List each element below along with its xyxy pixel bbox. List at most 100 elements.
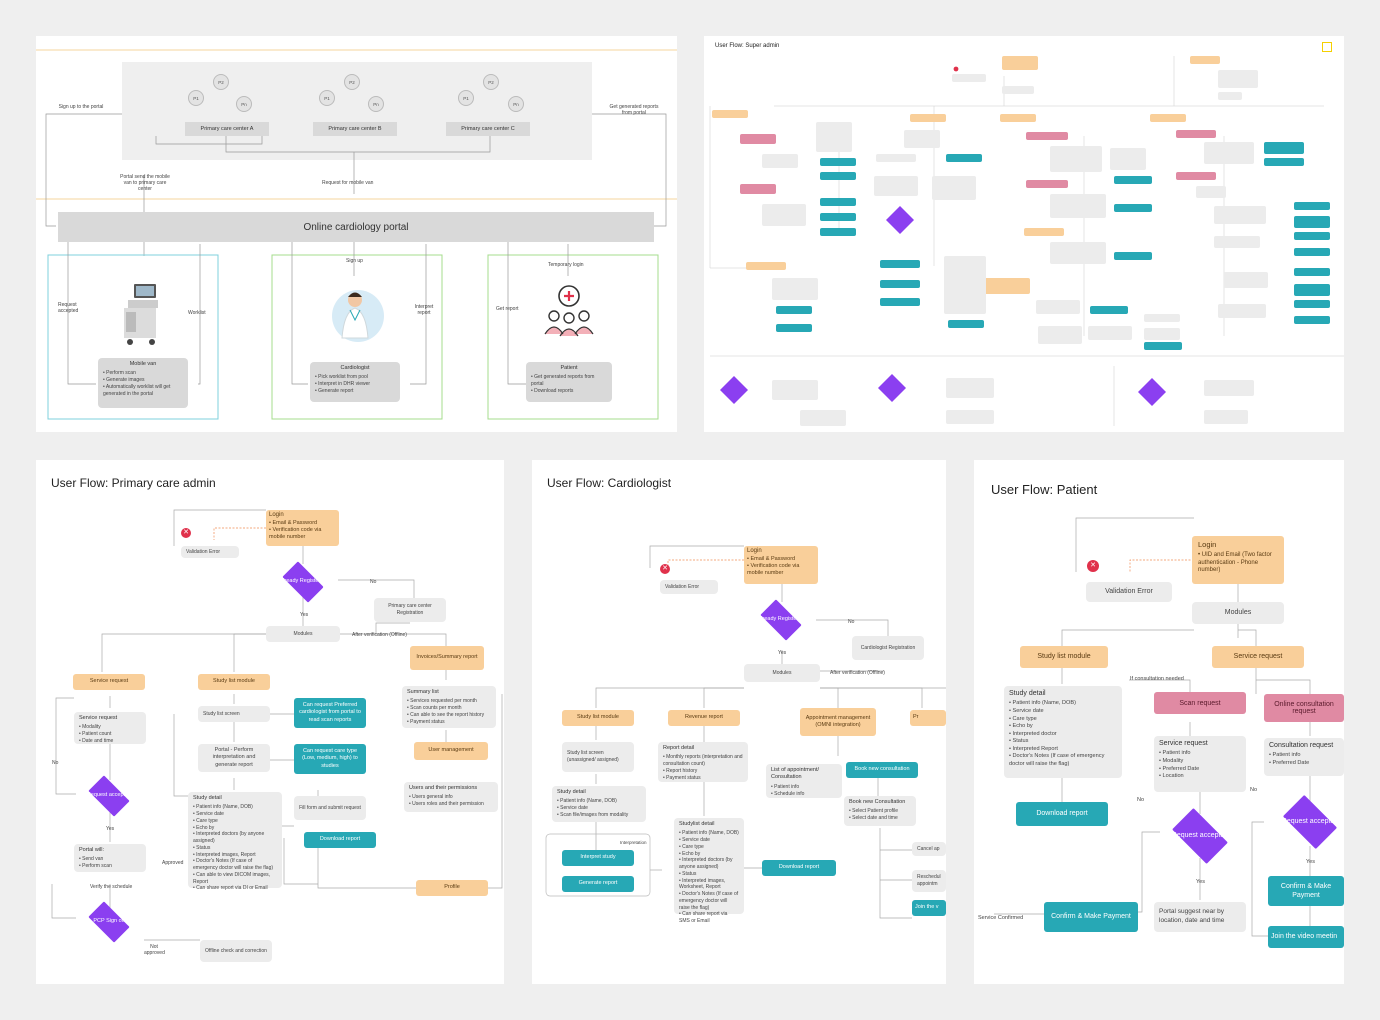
- users-permissions-item: Users roles and their permission: [409, 801, 493, 808]
- book-new-consultation-button[interactable]: Book new consultation: [846, 762, 918, 778]
- invoices-summary-node[interactable]: Invoices/Summary report: [410, 646, 484, 670]
- appointment-mgmt-node[interactable]: Appointment management (OMNI integration…: [800, 708, 876, 736]
- profile-node[interactable]: Profile: [416, 880, 488, 896]
- primary-admin-title: User Flow: Primary care admin: [51, 476, 216, 490]
- request-cardiologist-action[interactable]: Can request Preferred cardiologist from …: [294, 698, 366, 728]
- mobile-van-item: Automatically worklist will get generate…: [103, 384, 183, 398]
- patient-item: Get generated reports from portal: [531, 374, 607, 388]
- download-report-button[interactable]: Download report: [1016, 802, 1108, 826]
- user-management-node[interactable]: User management: [414, 742, 488, 760]
- service-request-item: Date and time: [79, 738, 141, 745]
- study-detail-item: Interpreted doctor: [1009, 731, 1117, 739]
- study-list-module-node[interactable]: Study list module: [1020, 646, 1108, 668]
- service-request-node[interactable]: Service request: [73, 674, 145, 690]
- study-detail-item: Status: [193, 845, 277, 852]
- worklist-label: Worklist: [188, 310, 206, 316]
- login-item: • Verification code via mobile number: [269, 526, 322, 541]
- book-consultation-box: Book new Consultation Select Patient pro…: [844, 796, 916, 826]
- error-x-icon: ✕: [181, 528, 191, 538]
- studylist-detail-item: Doctor's Notes (If case of emergency doc…: [679, 891, 739, 911]
- node-p1-b: P1: [319, 90, 335, 106]
- portal-title: Online cardiology portal: [58, 212, 654, 242]
- patient-group-image: [544, 285, 594, 337]
- users-permissions-item: Users general info: [409, 794, 493, 801]
- mobile-van-box: Mobile van Perform scanGenerate imagesAu…: [98, 358, 188, 408]
- service-request-box: Service request Patient infoModalityPref…: [1154, 736, 1246, 792]
- users-permissions-box: Users and their permissions Users genera…: [404, 782, 498, 812]
- no-label: No: [1137, 797, 1145, 803]
- consultation-accepted-diamond: Request accepted: [1270, 794, 1344, 850]
- login-title: Login: [1198, 540, 1217, 549]
- study-detail-title: Study detail: [193, 795, 222, 801]
- cardiologist-title: Cardiologist: [340, 365, 370, 371]
- consultation-request-title: Consultation request: [1269, 742, 1334, 749]
- ultrasound-machine-image: [124, 284, 158, 345]
- join-video-button[interactable]: Join the v: [912, 900, 946, 916]
- error-x-icon: ✕: [660, 564, 670, 574]
- login-box: Login • Email & Password • Verification …: [266, 510, 339, 546]
- cardiologist-box: Cardiologist Pick worklist from poolInte…: [310, 362, 400, 402]
- interpret-study-button[interactable]: Interpret study: [562, 850, 634, 866]
- login-title: Login: [747, 548, 762, 554]
- node-p1-c: P1: [458, 90, 474, 106]
- consultation-request-item: Patient info: [1269, 752, 1339, 760]
- request-care-type-action[interactable]: Can request care type (Low, medium, high…: [294, 744, 366, 774]
- request-van-label: Request for mobile van: [322, 180, 374, 186]
- cancel-appointment-box: Cancel ap: [912, 842, 946, 856]
- mobile-van-title: Mobile van: [129, 361, 157, 367]
- no-label: No: [1250, 787, 1258, 793]
- portal-will-item: Perform scan: [79, 863, 141, 870]
- super-admin-title: User Flow: Super admin: [715, 43, 780, 49]
- summary-list-item: Scan counts per month: [407, 705, 491, 712]
- mobile-van-item: Perform scan: [103, 370, 183, 377]
- report-detail-box: Report detail Monthly reports (interpret…: [658, 742, 748, 782]
- study-detail-item: Echo by: [193, 825, 277, 832]
- report-detail-item: Monthly reports (interpretation and cons…: [663, 754, 743, 768]
- approved-label: Approved: [162, 860, 184, 866]
- study-detail-item: Interpreted Report: [1009, 746, 1117, 754]
- online-consultation-node[interactable]: Online consultation request: [1264, 694, 1344, 722]
- patient-title: Patient: [560, 365, 578, 371]
- download-report-button[interactable]: Download report: [304, 832, 376, 848]
- cardiologist-image: [332, 290, 384, 342]
- after-verification-label: After verification (Offline): [352, 632, 407, 638]
- studylist-detail-item: Service date: [679, 837, 739, 844]
- join-video-button[interactable]: Join the video meetin: [1268, 926, 1344, 948]
- report-detail-title: Report detail: [663, 745, 695, 751]
- list-appointment-item: Patient info: [771, 784, 837, 791]
- study-detail-box: Study detail Patient info (Name, DOB) Se…: [188, 792, 282, 891]
- study-list-module-node[interactable]: Study list module: [198, 674, 270, 690]
- service-request-node[interactable]: Service request: [1212, 646, 1304, 668]
- download-report-button[interactable]: Download report: [762, 860, 836, 876]
- reschedule-box: Reschedul appointm: [912, 870, 946, 892]
- temporary-login-label: Temporary login: [548, 262, 584, 268]
- study-detail-box: Study detail Patient info (Name, DOB) Se…: [1004, 686, 1122, 778]
- sign-up-portal-label: Sign up to the portal: [58, 104, 104, 110]
- fill-form-box: Fill form and submit request: [294, 796, 366, 820]
- node-p2-b: P2: [344, 74, 360, 90]
- node-pn-b: Pn: [368, 96, 384, 112]
- studylist-detail-title: Studylist detail: [679, 821, 715, 827]
- confirm-payment-button-consult[interactable]: Confirm & Make Payment: [1268, 876, 1344, 906]
- book-consultation-item: Select date and time: [849, 815, 911, 822]
- login-item: • Verification code via mobile number: [747, 562, 800, 577]
- service-confirmed-label: Service Confirmed: [978, 915, 1024, 921]
- sign-up-label: Sign up: [346, 258, 363, 264]
- revenue-report-node[interactable]: Revenue report: [668, 710, 740, 726]
- generate-report-button[interactable]: Generate report: [562, 876, 634, 892]
- modules-box: Modules: [266, 626, 340, 642]
- study-detail-item: Scan file/images from modality: [557, 812, 641, 819]
- more-module-node[interactable]: Pr: [910, 710, 946, 726]
- confirm-payment-button-service[interactable]: Confirm & Make Payment: [1044, 902, 1138, 932]
- service-request-title: Service request: [79, 715, 118, 721]
- clinic-b: Primary care center B: [313, 122, 397, 136]
- yes-label: Yes: [1306, 859, 1315, 865]
- study-list-module-node[interactable]: Study list module: [562, 710, 634, 726]
- clinic-a: Primary care center A: [185, 122, 269, 136]
- portal-suggest-box: Portal suggest near by location, date an…: [1154, 902, 1246, 932]
- patient-item: Download reports: [531, 388, 607, 395]
- scan-request-node[interactable]: Scan request: [1154, 692, 1246, 714]
- study-detail-item: Care type: [193, 818, 277, 825]
- yes-label: Yes: [778, 650, 787, 656]
- cardiologist-connectors: [545, 545, 946, 919]
